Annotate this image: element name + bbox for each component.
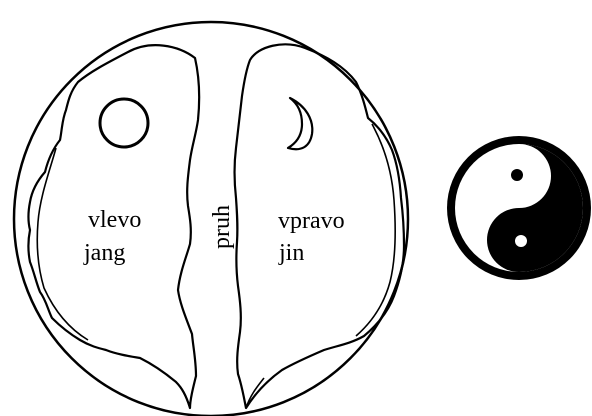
label-right-top: vpravo xyxy=(278,208,345,234)
label-right-bottom: jin xyxy=(278,240,304,266)
label-left-top: vlevo xyxy=(88,207,141,233)
label-left-bottom: jang xyxy=(83,240,125,266)
crescent-moon-icon xyxy=(288,98,312,149)
sun-circle-icon xyxy=(100,99,148,147)
yin-yang-icon xyxy=(447,136,591,280)
label-strip: pruh xyxy=(209,205,235,249)
left-hemisphere-fold xyxy=(37,148,88,340)
